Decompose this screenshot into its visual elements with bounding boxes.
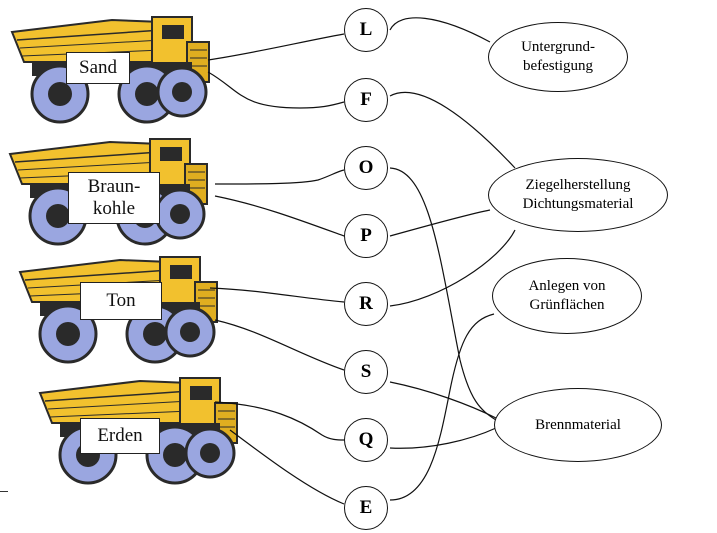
connector-O-brenn [389,167,497,421]
connector-ton-R [209,287,345,303]
connector-braunkohle-O [214,169,345,185]
use-ziegelherstellung: Ziegelherstellung Dichtungsmaterial [488,158,668,232]
connector-L-untergrund [389,17,491,43]
letter-circle-P: P [344,214,388,258]
connector-E-gruen [389,313,495,501]
connector-sand-F [207,71,345,109]
letter-circle-O: O [344,146,388,190]
connector-erden-Q [214,401,345,441]
connector-P-ziegel [389,209,491,237]
connector-ton-S [214,319,345,371]
connector-S-brenn [389,381,497,419]
truck-label-ton: Ton [80,282,162,320]
truck-label-sand: Sand [66,52,130,84]
use-gruenflaechen: Anlegen von Grünflächen [492,258,642,334]
letter-circle-L: L [344,8,388,52]
letter-circle-S: S [344,350,388,394]
margin-tick [0,491,8,492]
connector-R-ziegel [389,229,516,307]
connector-erden-E [229,429,345,505]
truck-label-braunkohle: Braun- kohle [68,172,160,224]
letter-circle-Q: Q [344,418,388,462]
connector-Q-brenn [389,427,497,449]
letter-circle-R: R [344,282,388,326]
connector-F-ziegel [389,91,516,169]
letter-circle-E: E [344,486,388,530]
use-brennmaterial: Brennmaterial [494,388,662,462]
connector-braunkohle-P [214,195,345,237]
connector-sand-L [207,33,345,61]
use-untergrundbefestigung: Untergrund- befestigung [488,22,628,92]
letter-circle-F: F [344,78,388,122]
truck-label-erden: Erden [80,418,160,454]
